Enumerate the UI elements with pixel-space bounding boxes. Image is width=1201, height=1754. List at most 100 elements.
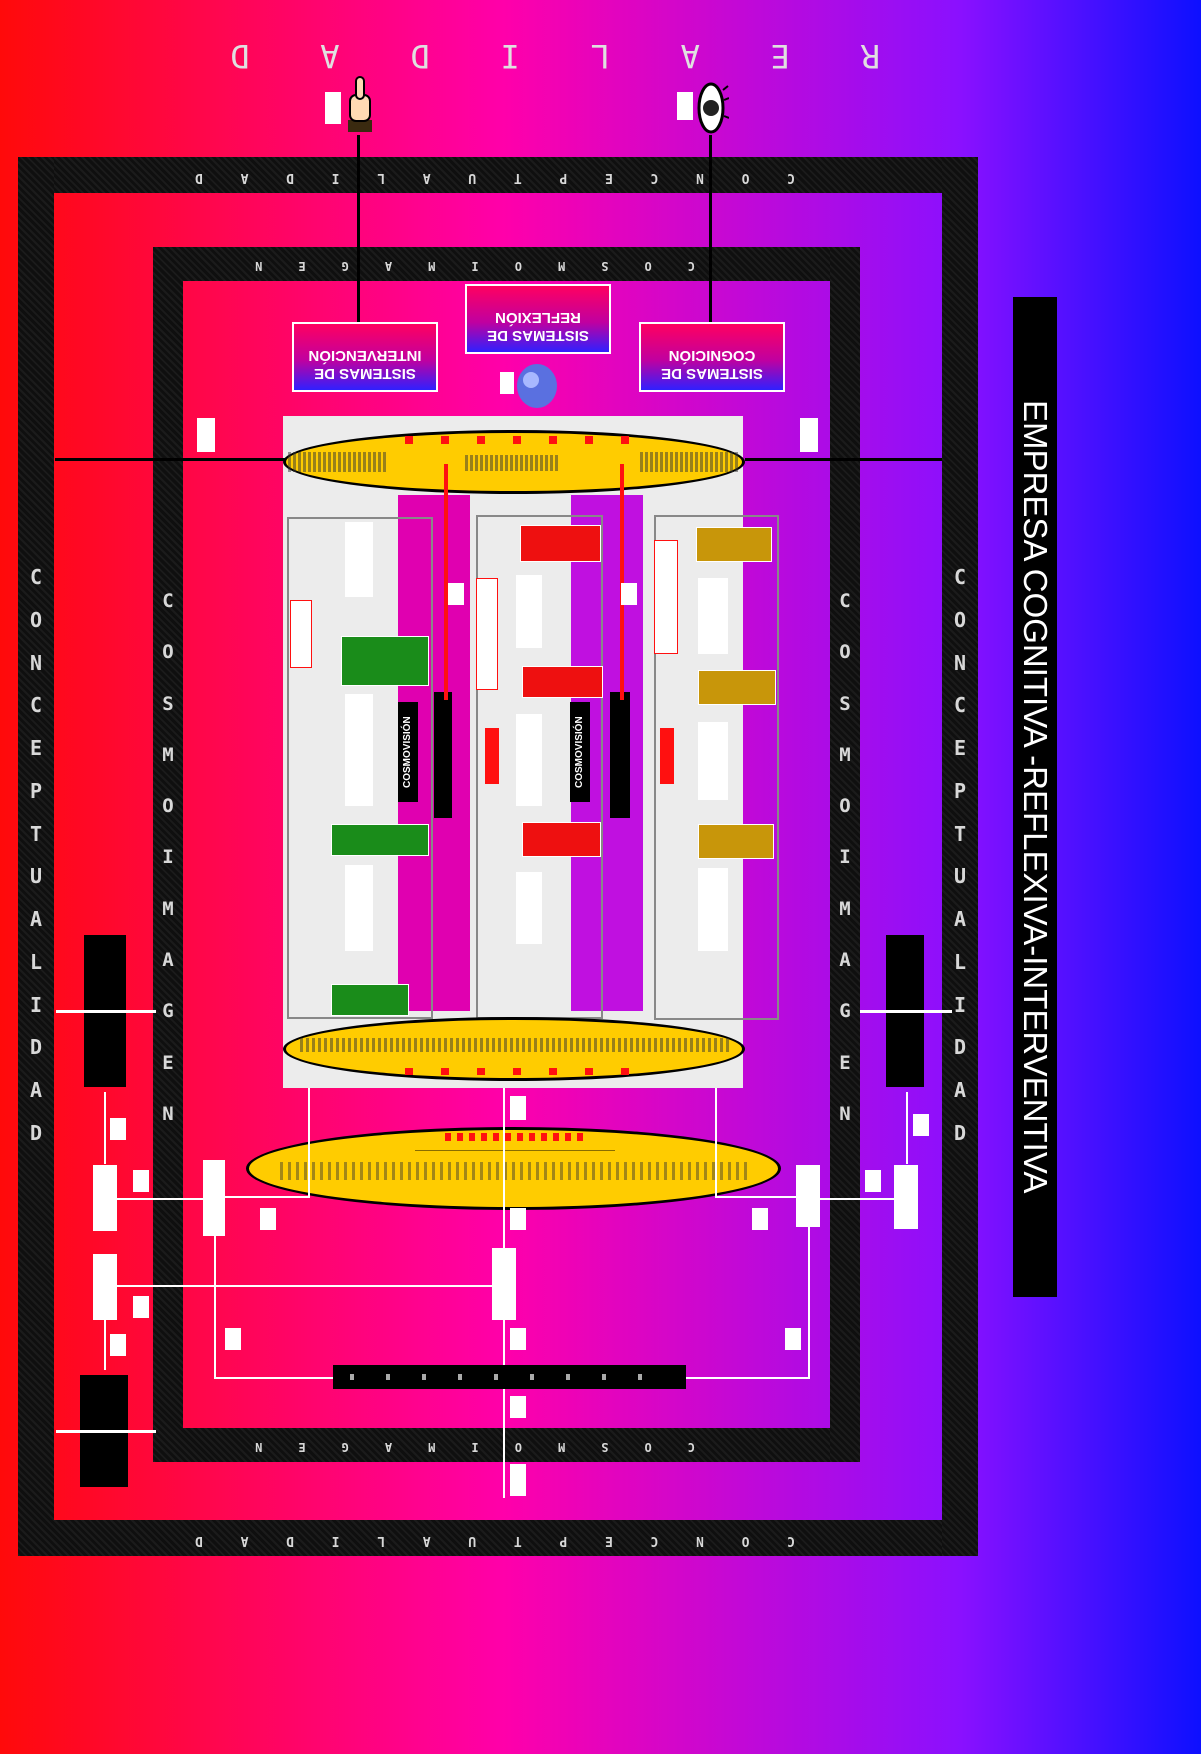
bottom-ellipse-text xyxy=(300,1038,730,1052)
conceptualidad-letter: D xyxy=(24,1121,48,1145)
lower-ellipse-red-label xyxy=(445,1133,585,1141)
side-arrow-right-top xyxy=(860,1010,952,1013)
side-arrow-left-top xyxy=(56,1010,156,1013)
flow-block-left-3 xyxy=(93,1254,117,1320)
conceptualidad-letter: D xyxy=(195,1528,203,1548)
intervention-text-3 xyxy=(345,865,373,951)
conceptualidad-letter: P xyxy=(24,779,48,803)
green-process-box-1 xyxy=(341,636,429,686)
intervention-text-1 xyxy=(345,522,373,597)
cosmoimagen-letter: N xyxy=(157,1103,179,1125)
flow-line-left-bottom xyxy=(214,1377,334,1379)
cosmoimagen-letter: O xyxy=(834,641,856,663)
sistemas-cognicion-box: SISTEMAS DE COGNICIÓN xyxy=(639,322,785,392)
red-arrow-left xyxy=(444,464,448,700)
lower-label-2 xyxy=(260,1208,276,1230)
cosmoimagen-letter: E xyxy=(834,1052,856,1074)
lower-label-7 xyxy=(110,1118,126,1140)
realidad-letter: D xyxy=(230,35,249,75)
metaframe-bar-right xyxy=(610,692,630,818)
conceptualidad-letter: P xyxy=(948,779,972,803)
conceptualidad-letter: I xyxy=(24,993,48,1017)
cosmovision-label-left: COSMOVISIÓN xyxy=(398,702,418,802)
cosmoimagen-letter: O xyxy=(515,1436,522,1454)
conceptualidad-letter: C xyxy=(948,693,972,717)
cosmoimagen-letter: M xyxy=(834,744,856,766)
cosmoimagen-letter: I xyxy=(471,255,478,273)
flow-line-right-h xyxy=(715,1196,797,1198)
flow-line-center-1 xyxy=(503,1088,505,1498)
cosmoimagen-letter: I xyxy=(471,1436,478,1454)
lower-label-11 xyxy=(225,1328,241,1350)
hand-connector-line xyxy=(357,135,360,325)
green-process-box-2 xyxy=(331,824,429,856)
globe-icon xyxy=(513,362,559,410)
conceptualidad-letter: T xyxy=(24,822,48,846)
conceptualidad-letter: O xyxy=(742,1528,750,1548)
cosmoimagen-letter: M xyxy=(558,1436,565,1454)
realidad-letter: I xyxy=(500,35,519,75)
lower-label-3 xyxy=(510,1208,526,1230)
red-side-note-2 xyxy=(476,578,498,690)
inner-label-2 xyxy=(621,583,637,605)
cosmoimagen-letter: A xyxy=(385,1436,392,1454)
cosmoimagen-letter: G xyxy=(834,1000,856,1022)
conceptualidad-letter: O xyxy=(24,608,48,632)
flow-line-right-up xyxy=(906,1092,908,1164)
conceptualidad-letter: D xyxy=(195,165,203,185)
cosmoimagen-letter: A xyxy=(834,949,856,971)
cosmoimagen-left-label: COSMOIMAGEN xyxy=(157,590,179,1125)
conceptualidad-letter: A xyxy=(948,907,972,931)
realidad-letter: E xyxy=(771,35,790,75)
conceptualidad-letter: N xyxy=(24,651,48,675)
flow-line-left-arrow xyxy=(117,1198,203,1200)
cosmoimagen-letter: O xyxy=(157,795,179,817)
conceptualidad-letter: C xyxy=(787,165,795,185)
cosmoimagen-letter: M xyxy=(834,898,856,920)
top-ellipse-text-right xyxy=(640,452,740,472)
conceptualidad-letter: I xyxy=(948,993,972,1017)
reflection-text-2 xyxy=(516,714,542,806)
lower-label-9 xyxy=(133,1296,149,1318)
conceptualidad-letter: L xyxy=(377,1528,385,1548)
globe-label-box xyxy=(500,372,514,394)
eye-connector-line xyxy=(709,135,712,325)
conceptualidad-letter: O xyxy=(948,608,972,632)
cosmoimagen-letter: M xyxy=(428,1436,435,1454)
conceptualidad-letter: A xyxy=(24,1078,48,1102)
conceptualidad-letter: A xyxy=(241,1528,249,1548)
top-ellipse-red-markers xyxy=(405,436,635,444)
flow-block-right-2 xyxy=(894,1165,918,1229)
sistemas-reflexion-box: SISTEMAS DE REFLEXIÓN xyxy=(465,284,611,354)
gold-process-box-3 xyxy=(698,824,774,859)
cosmoimagen-letter: N xyxy=(255,1436,262,1454)
lower-ellipse-divider xyxy=(415,1150,615,1151)
top-ellipse-text-center xyxy=(465,455,560,471)
lower-label-10 xyxy=(110,1334,126,1356)
conceptualidad-letter: D xyxy=(948,1035,972,1059)
conceptualidad-letter: L xyxy=(377,165,385,185)
conceptualidad-letter: D xyxy=(24,1035,48,1059)
lower-ellipse-text xyxy=(280,1162,750,1180)
metaframe-bar-left xyxy=(434,692,452,818)
cosmoimagen-letter: S xyxy=(834,693,856,715)
conceptualidad-letter: C xyxy=(24,693,48,717)
flow-line-left-v xyxy=(308,1088,310,1198)
cognition-text-3 xyxy=(698,868,728,951)
gold-process-box-2 xyxy=(698,670,776,705)
eye-label-box xyxy=(677,92,693,120)
inner-label-1 xyxy=(448,583,464,605)
cosmoimagen-letter: O xyxy=(645,1436,652,1454)
cosmoimagen-letter: M xyxy=(157,898,179,920)
lower-label-4 xyxy=(752,1208,768,1230)
side-label-right xyxy=(800,418,818,452)
conceptualidad-letter: A xyxy=(948,1078,972,1102)
lower-label-1 xyxy=(510,1096,526,1120)
red-side-note-1 xyxy=(290,600,312,668)
flow-line-left-h xyxy=(225,1196,310,1198)
cosmoimagen-letter: M xyxy=(428,255,435,273)
conceptualidad-letter: T xyxy=(514,165,522,185)
cosmoimagen-letter: C xyxy=(688,1436,695,1454)
cosmoimagen-letter: G xyxy=(342,1436,349,1454)
